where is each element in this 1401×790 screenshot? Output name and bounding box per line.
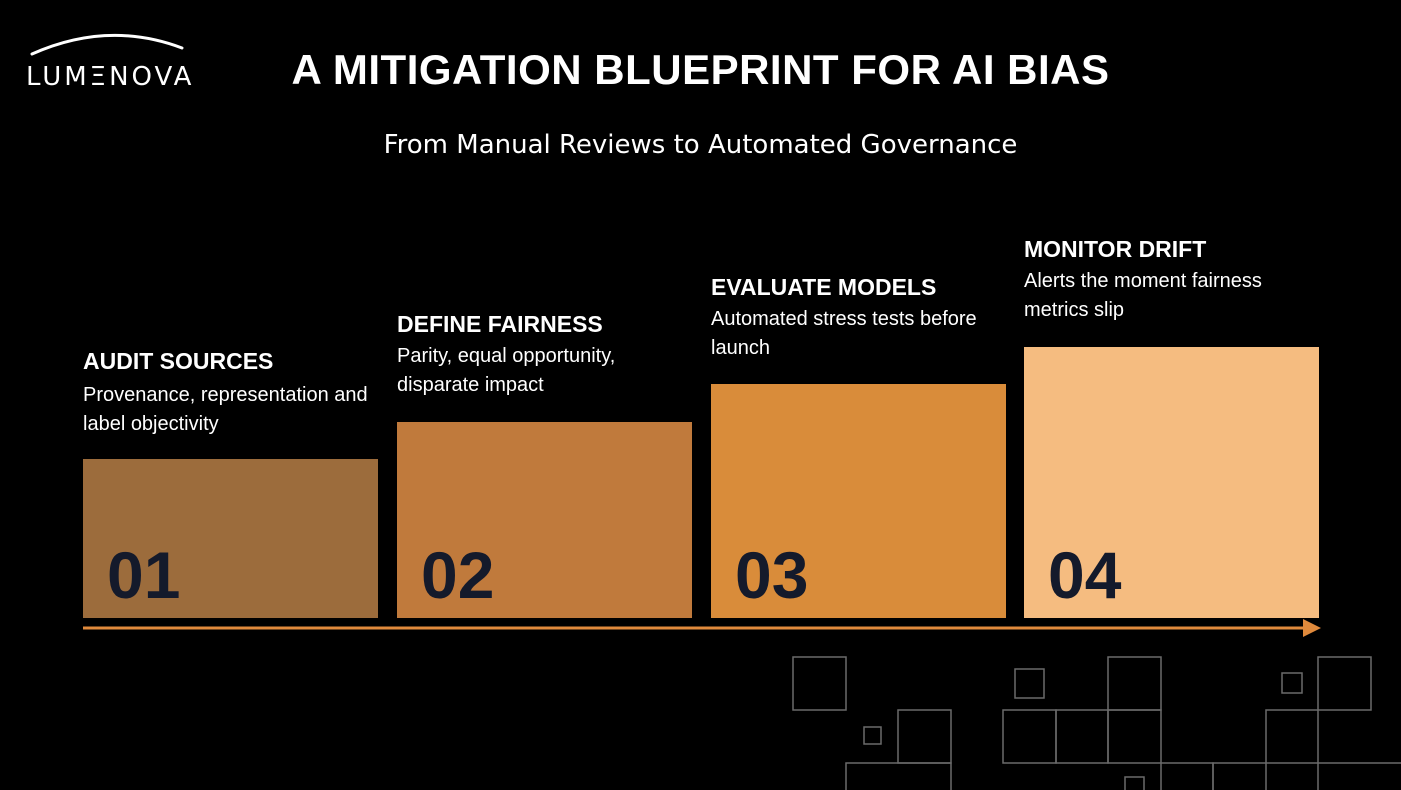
step-4-number: 04 (1048, 538, 1122, 612)
step-3-bar: 03 (711, 384, 1006, 618)
timeline-arrow (83, 619, 1321, 637)
step-2-number: 02 (421, 538, 495, 612)
page-title: A MITIGATION BLUEPRINT FOR AI BIAS (291, 46, 1110, 93)
step-1-description: Provenance, representation and label obj… (83, 384, 368, 435)
step-3-description: Automated stress tests before launch (711, 308, 977, 359)
arrow-right-icon (1303, 619, 1321, 637)
brand-logo: LUMΞNOVA (26, 28, 198, 92)
logo-text: LUMΞNOVA (26, 62, 195, 92)
step-4-description: Alerts the moment fairness metrics slip (1024, 270, 1262, 321)
step-1-bar: 01 (83, 459, 378, 618)
step-2-description: Parity, equal opportunity, disparate imp… (397, 345, 616, 396)
step-1-heading: AUDIT SOURCES (83, 348, 274, 374)
logo-arc-icon (30, 33, 184, 56)
step-4-heading: MONITOR DRIFT (1024, 236, 1207, 262)
step-4-bar: 04 (1024, 347, 1319, 618)
step-1-number: 01 (107, 538, 181, 612)
step-2-bar: 02 (397, 422, 692, 618)
step-3-number: 03 (735, 538, 809, 612)
step-2-heading: DEFINE FAIRNESS (397, 311, 603, 337)
page-subtitle: From Manual Reviews to Automated Governa… (383, 130, 1018, 160)
step-3-heading: EVALUATE MODELS (711, 274, 937, 300)
